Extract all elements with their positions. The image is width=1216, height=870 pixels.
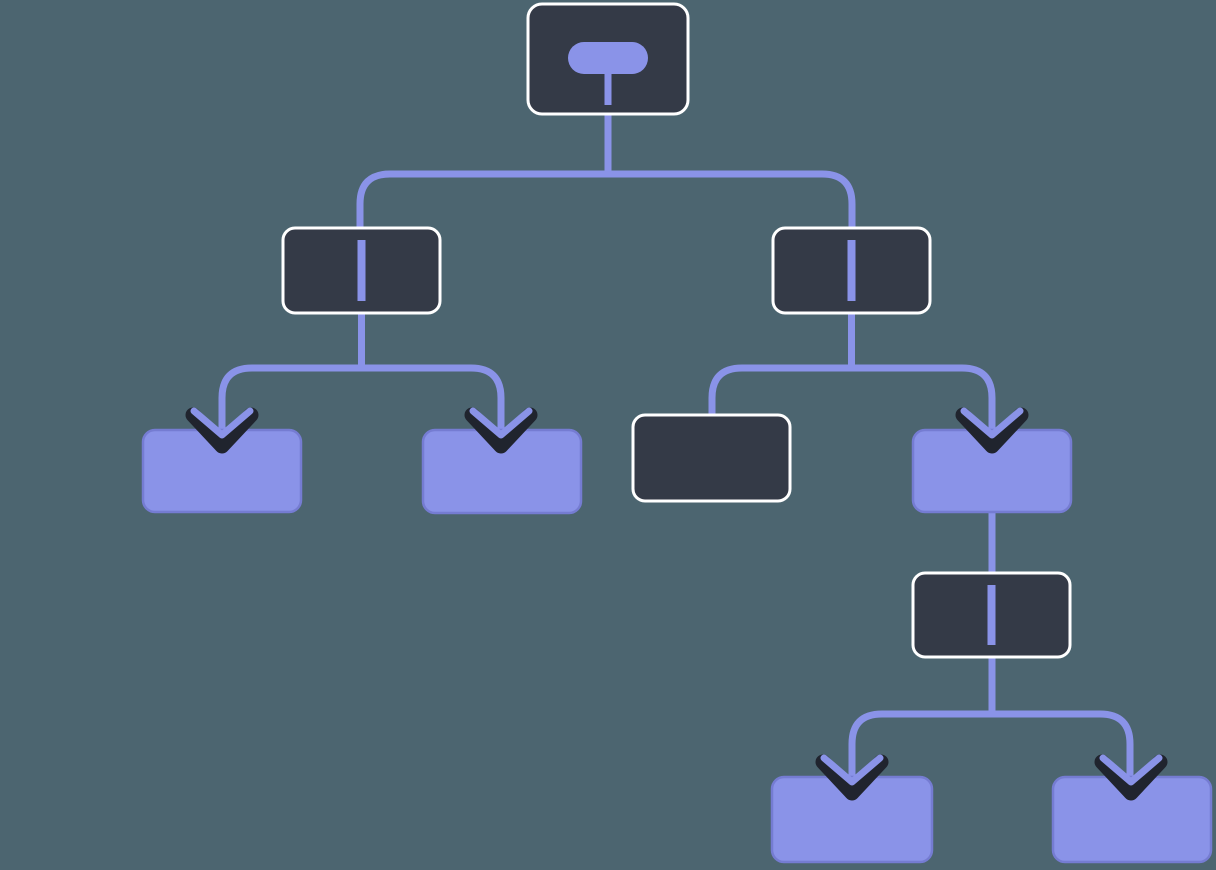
edge-lower-branch-to-leaves xyxy=(848,653,1134,785)
arrowhead-leaf-2-chevron-dark-icon xyxy=(464,407,538,454)
arrowhead-leaf-2-chevron-light-icon xyxy=(469,407,533,439)
arrowhead-leaf-4-chevron-light-icon xyxy=(820,754,884,786)
leaf-node-3 xyxy=(911,428,1073,514)
step-node xyxy=(631,413,792,503)
arrowhead-leaf-5-chevron-light-icon xyxy=(1099,754,1163,786)
arrowhead-leaf-3-chevron-light-icon xyxy=(960,407,1024,439)
arrowhead-leaf-1-chevron-dark-icon xyxy=(185,407,259,454)
start-node-pill xyxy=(568,42,648,74)
arrowhead-leaf-1-chevron-light-icon xyxy=(190,407,254,439)
leaf-node-1 xyxy=(141,428,303,514)
arrowhead-leaf-5-chevron-dark-icon xyxy=(1094,754,1168,801)
edge-branch-left-to-leaves xyxy=(218,309,505,438)
leaf-node-4 xyxy=(770,775,934,864)
edge-branch-right-to-children xyxy=(708,309,996,438)
arrowhead-leaf-3-chevron-dark-icon xyxy=(955,407,1029,454)
arrowhead-leaf-4-chevron-dark-icon xyxy=(815,754,889,801)
edge-start-to-branches xyxy=(356,111,856,232)
